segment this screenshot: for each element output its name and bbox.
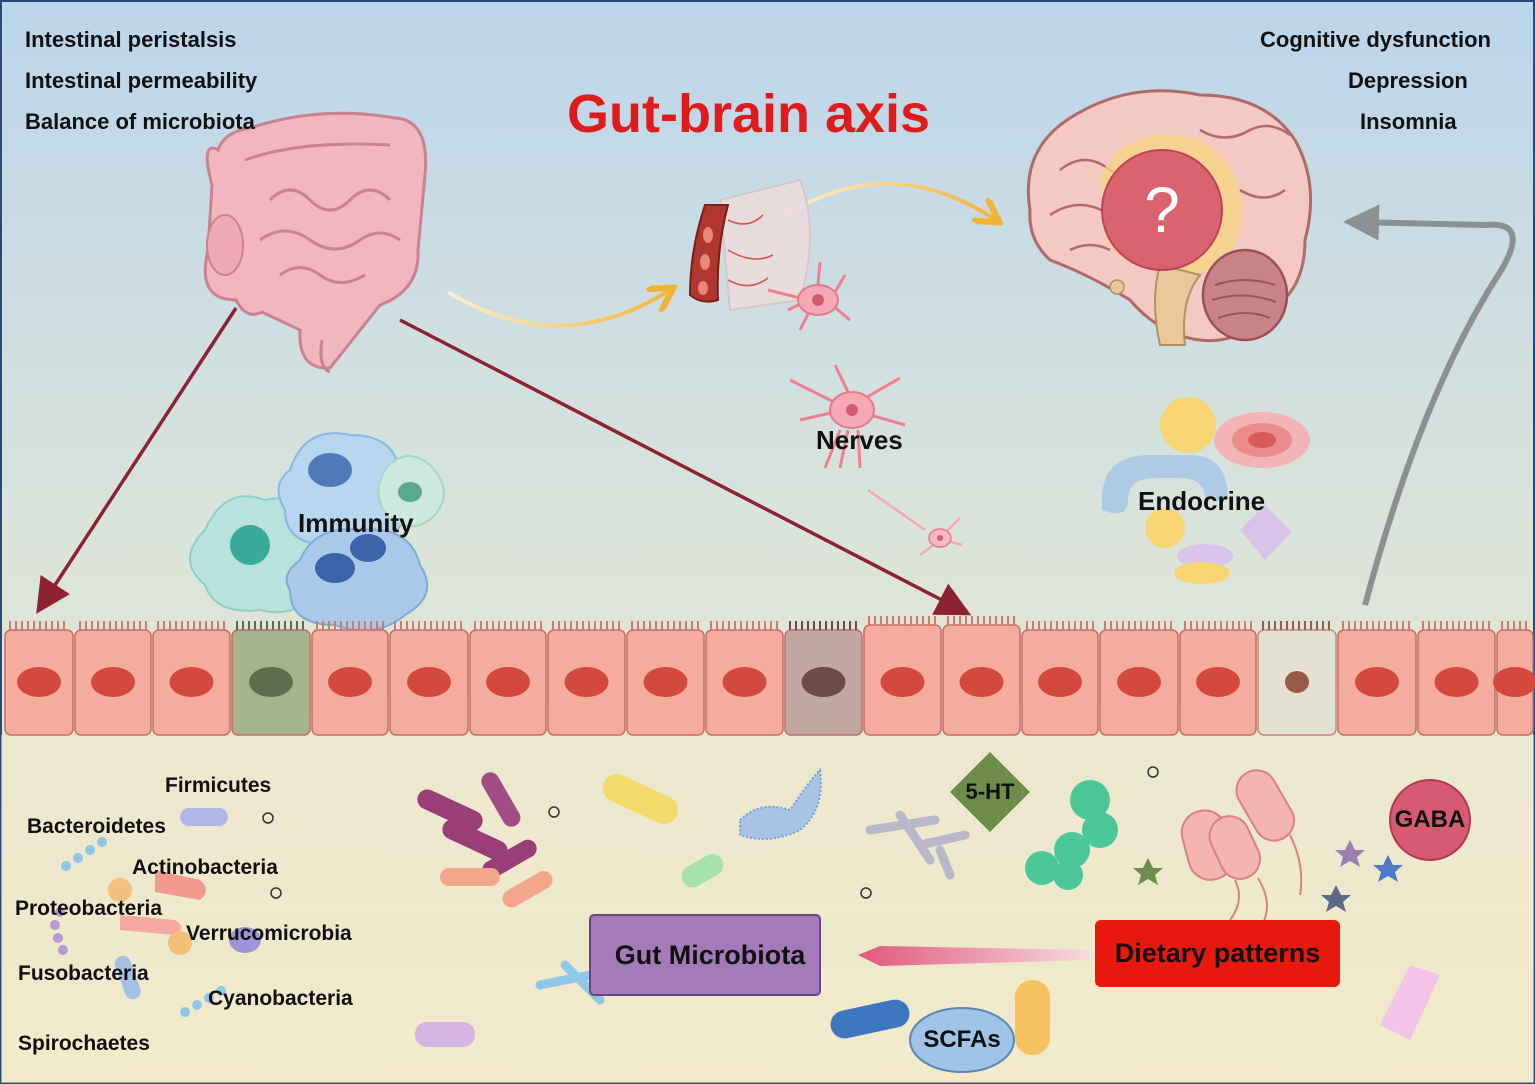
microvilli	[868, 616, 936, 625]
bacteria-fusobacteria: Fusobacteria	[18, 962, 149, 985]
microvilli	[1104, 621, 1172, 630]
cell-nucleus	[1493, 667, 1535, 697]
immune-cells-illustration	[189, 432, 445, 632]
cell-nucleus	[643, 667, 688, 697]
bacteria-verrucomicrobia: Verrucomicrobia	[186, 922, 352, 945]
cell-nucleus	[1434, 667, 1479, 697]
neuron-upper	[767, 261, 851, 331]
scfa-label: SCFAs	[923, 1026, 1001, 1053]
cell-nucleus	[328, 667, 372, 697]
cell-nucleus	[1355, 667, 1399, 697]
microvilli	[1422, 621, 1490, 630]
microvilli	[9, 621, 65, 630]
brain-question-mark: ?	[1144, 174, 1180, 246]
microvilli	[947, 616, 1015, 625]
pathway-endocrine: Endocrine	[1138, 486, 1266, 516]
microvilli	[157, 621, 225, 630]
cell-nucleus	[959, 667, 1004, 697]
brain-question-circle	[1101, 149, 1223, 271]
bacteria-bacteroidetes: Bacteroidetes	[27, 815, 166, 838]
gaba-label: GABA	[1394, 806, 1466, 833]
gut-effect-permeability: Intestinal permeability	[25, 68, 258, 93]
bacteria-center-cluster	[417, 767, 822, 908]
microvilli	[1262, 621, 1330, 630]
cell-nucleus	[407, 667, 451, 697]
signal-molecule-stars	[262, 766, 1403, 912]
cell-nucleus	[1038, 667, 1082, 697]
bacteria-bottom-cluster	[415, 965, 1440, 1055]
microvilli	[236, 621, 304, 630]
bacteria-proteobacteria: Proteobacteria	[15, 897, 163, 920]
vessel-to-brain-arrow	[784, 181, 996, 220]
gut-microbiota-box	[589, 914, 821, 996]
pathway-nerves: Nerves	[816, 425, 903, 455]
microvilli	[1026, 621, 1094, 630]
microvilli	[1342, 621, 1410, 630]
gut-to-epithelium-arrow-left	[36, 307, 238, 614]
gut-microbiota-label: Gut Microbiota	[614, 940, 806, 970]
pathway-immunity: Immunity	[298, 508, 414, 538]
cell-nucleus	[1196, 667, 1240, 697]
bacteria-spirochaetes: Spirochaetes	[18, 1032, 150, 1055]
gaba-circle	[1389, 779, 1471, 861]
endocrine-illustration	[1102, 397, 1310, 584]
serotonin-diamond	[950, 752, 1030, 832]
dietary-patterns-label: Dietary patterns	[1114, 938, 1321, 968]
cell-nucleus	[91, 667, 135, 697]
serotonin-label: 5-HT	[965, 779, 1015, 804]
scfa-ellipse	[909, 1007, 1015, 1073]
microvilli	[474, 621, 542, 630]
epithelium-to-brain-arrow	[1343, 204, 1516, 606]
bacteria-firmicutes: Firmicutes	[165, 774, 272, 797]
diagram-title: Gut-brain axis	[567, 84, 931, 144]
microvilli	[1501, 621, 1527, 630]
neuron-middle	[789, 364, 906, 469]
microvilli	[1184, 621, 1252, 630]
diet-to-microbiota-arrow	[858, 946, 1090, 966]
cell-nucleus	[801, 667, 846, 697]
cell-nucleus	[880, 667, 925, 697]
cell-nucleus	[1285, 671, 1309, 693]
intestinal-epithelium	[4, 616, 1535, 736]
microvilli	[789, 621, 857, 630]
brain-effect-cognitive: Cognitive dysfunction	[1260, 27, 1491, 52]
brain-effect-insomnia: Insomnia	[1360, 109, 1457, 134]
cell-nucleus	[17, 667, 61, 697]
gut-to-vessel-arrow	[446, 290, 670, 328]
microvilli	[552, 621, 620, 630]
microvilli	[631, 621, 699, 630]
cell-nucleus	[564, 667, 609, 697]
gut-effect-peristalsis: Intestinal peristalsis	[25, 27, 237, 52]
bacteria-cyanobacteria: Cyanobacteria	[208, 987, 353, 1010]
neuron-lower	[867, 488, 963, 557]
brain-effect-depression: Depression	[1348, 68, 1468, 93]
microvilli	[710, 621, 778, 630]
green-cocci	[1025, 780, 1118, 890]
dietary-patterns-box	[1095, 920, 1340, 987]
cell-nucleus	[1117, 667, 1161, 697]
gut-effect-microbiota-balance: Balance of microbiota	[25, 109, 255, 134]
cell-nucleus	[169, 667, 214, 697]
microvilli	[316, 621, 384, 630]
cell-nucleus	[486, 667, 530, 697]
microvilli	[79, 621, 147, 630]
pink-rod-bacteria	[1180, 769, 1303, 924]
cell-nucleus	[722, 667, 767, 697]
cell-nucleus	[249, 667, 293, 697]
intestine-illustration	[203, 111, 428, 374]
gut-to-epithelium-arrow-right	[399, 318, 972, 616]
microvilli	[394, 621, 462, 630]
bacteria-actinobacteria: Actinobacteria	[132, 856, 278, 879]
bacteria-left-cluster	[50, 808, 261, 1017]
